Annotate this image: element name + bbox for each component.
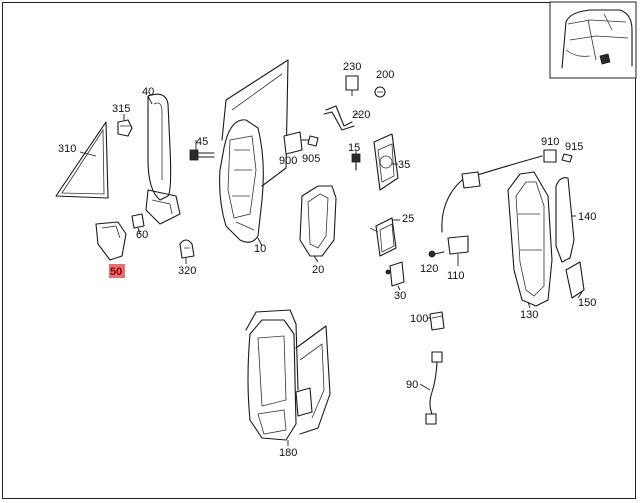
- label-90: 90: [406, 379, 418, 391]
- part-50-bracket: [95, 221, 127, 261]
- label-50: 50: [110, 266, 122, 278]
- label-310: 310: [58, 143, 76, 155]
- label-915: 915: [565, 141, 583, 153]
- part-320-clip: [179, 239, 195, 259]
- label-30: 30: [394, 290, 406, 302]
- label-180: 180: [279, 447, 297, 459]
- part-30-plate: [385, 261, 405, 287]
- label-120: 120: [420, 263, 438, 275]
- label-110: 110: [447, 270, 465, 282]
- label-100: 100: [410, 313, 428, 325]
- part-25-actuator: [369, 217, 397, 257]
- part-310-triangle-trim: [55, 121, 109, 199]
- part-110-harness: [428, 155, 543, 258]
- leader-lines: [79, 90, 583, 446]
- part-900-905-connector: [283, 131, 319, 155]
- label-315: 315: [112, 103, 130, 115]
- part-910-915-connector: [543, 149, 573, 163]
- label-905: 905: [302, 153, 320, 165]
- part-230-cap: [345, 75, 359, 91]
- label-150: 150: [578, 297, 596, 309]
- part-40-cover: [145, 93, 181, 225]
- part-180-mirror-assembly: [245, 309, 331, 441]
- label-140: 140: [578, 211, 596, 223]
- part-315-clip: [117, 119, 133, 137]
- diagram-border: [2, 2, 636, 499]
- label-130: 130: [520, 309, 538, 321]
- label-220: 220: [352, 109, 370, 121]
- part-130-glass-frame: [507, 171, 553, 307]
- label-200: 200: [376, 69, 394, 81]
- part-220-rod: [323, 105, 355, 131]
- label-20: 20: [312, 264, 324, 276]
- label-910: 910: [541, 136, 559, 148]
- label-25: 25: [402, 213, 414, 225]
- label-40: 40: [142, 86, 154, 98]
- part-100-block: [429, 311, 445, 331]
- label-15: 15: [348, 142, 360, 154]
- highlight-box-50: [109, 264, 125, 278]
- part-150-lens: [565, 261, 585, 299]
- label-10: 10: [254, 243, 266, 255]
- label-230: 230: [343, 61, 361, 73]
- part-90-cable: [425, 351, 443, 425]
- part-140-glass: [555, 177, 575, 263]
- label-900: 900: [279, 155, 297, 167]
- part-60-screw: [131, 213, 145, 229]
- label-320: 320: [178, 265, 196, 277]
- part-35-motor: [373, 133, 399, 191]
- part-15-screw: [351, 153, 361, 171]
- label-60: 60: [136, 229, 148, 241]
- label-45: 45: [196, 136, 208, 148]
- vehicle-thumbnail: [549, 1, 637, 79]
- label-35: 35: [398, 159, 410, 171]
- part-200-screw: [374, 86, 386, 98]
- part-10-mirror-base: [219, 59, 289, 243]
- part-45-bolt: [189, 149, 215, 161]
- part-20-housing: [299, 185, 337, 257]
